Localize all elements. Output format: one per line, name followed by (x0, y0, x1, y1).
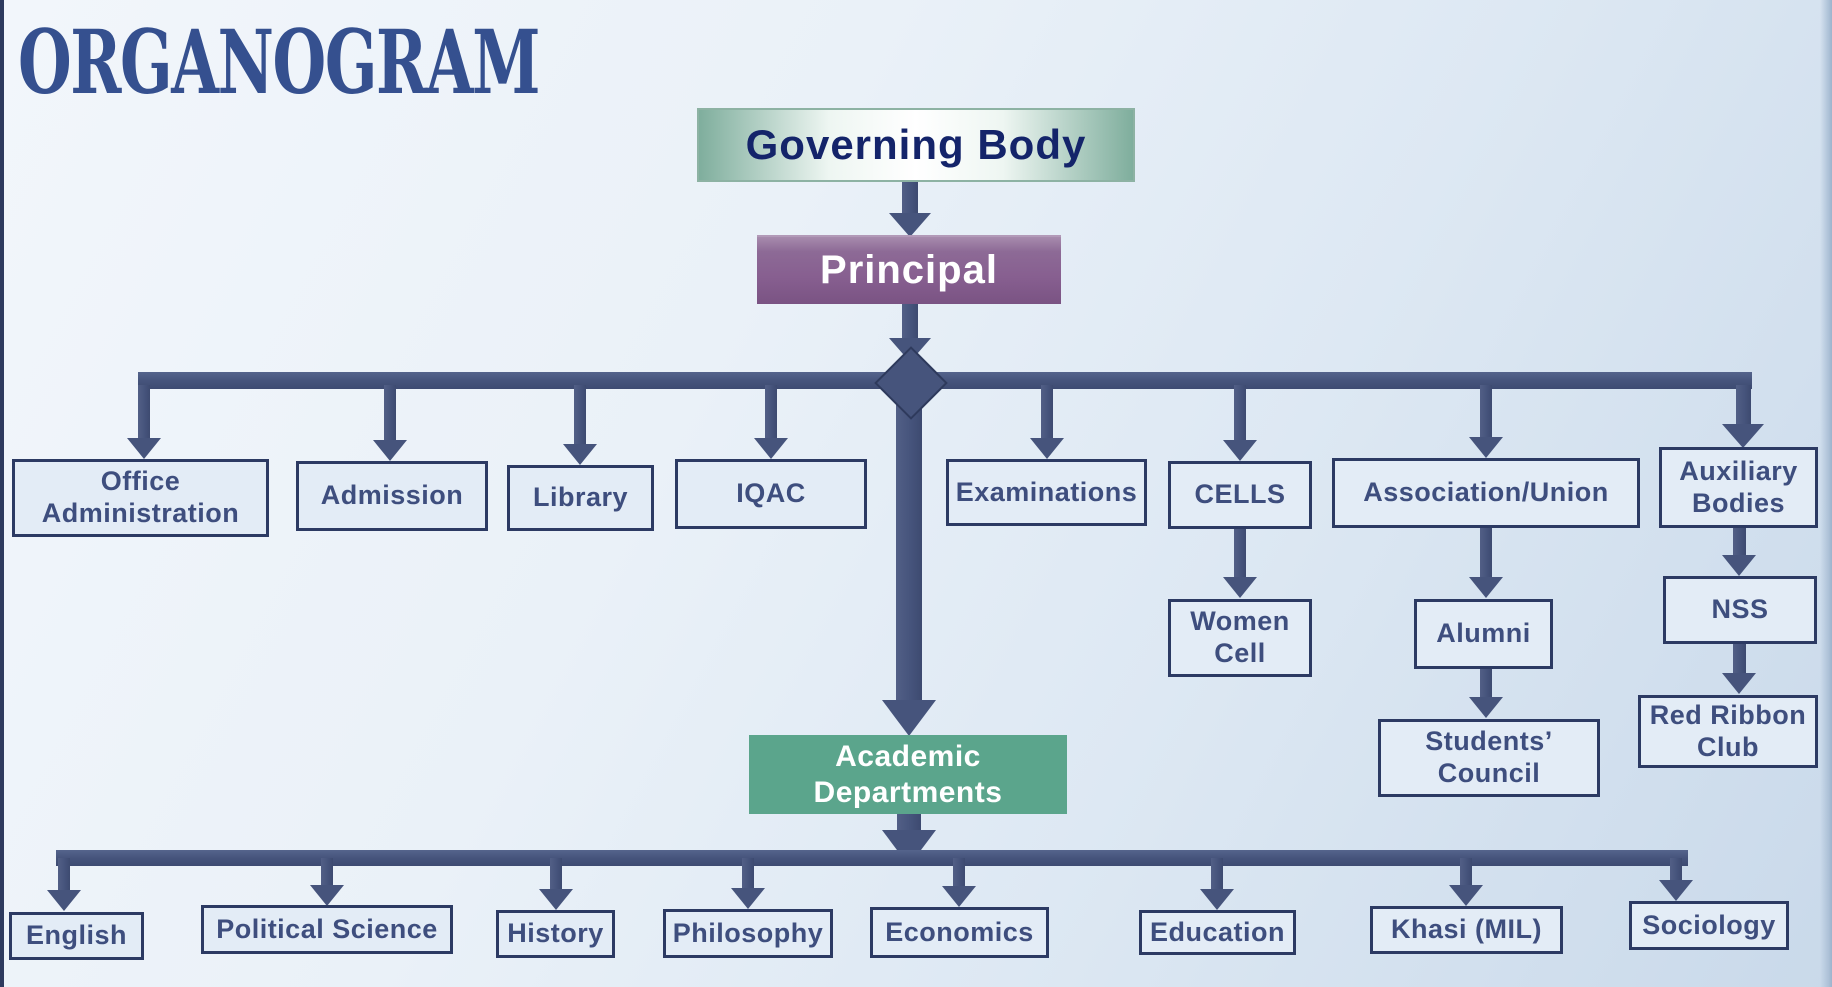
arrowhead-cells (1223, 440, 1257, 461)
node-principal: Principal (757, 235, 1061, 304)
connector-english (58, 858, 70, 891)
connector-political-science (321, 858, 333, 886)
connector-history (550, 858, 562, 890)
node-history: History (496, 910, 615, 958)
node-alumni: Alumni (1414, 599, 1553, 669)
node-students-council: Students’ Council (1378, 719, 1600, 797)
arrowhead-political-science (310, 885, 344, 906)
arrowhead-alumni (1469, 577, 1503, 598)
arrowhead-association-union (1469, 437, 1503, 458)
node-khasi-mil: Khasi (MIL) (1370, 906, 1563, 954)
node-office-administration: Office Administration (12, 459, 269, 537)
connector-nss-red-ribbon (1733, 644, 1746, 674)
connector-auxiliary-bodies (1736, 385, 1751, 426)
node-cells: CELLS (1168, 461, 1312, 529)
node-nss: NSS (1663, 576, 1817, 644)
connector-trunk-academic (896, 381, 922, 702)
arrowhead-economics (942, 886, 976, 907)
node-philosophy: Philosophy (663, 909, 833, 958)
node-examinations: Examinations (946, 459, 1147, 526)
connector-education (1211, 858, 1223, 890)
arrowhead-iqac (754, 438, 788, 459)
node-governing-body: Governing Body (697, 108, 1135, 182)
connector-bar-level2 (56, 850, 1688, 866)
arrowhead-history (539, 889, 573, 910)
arrowhead-women-cell (1223, 577, 1257, 598)
connector-examinations (1041, 385, 1053, 439)
connector-philosophy (742, 858, 754, 889)
arrowhead-nss (1722, 555, 1756, 576)
connector-auxiliary-nss (1733, 528, 1746, 556)
connector-office-administration (138, 385, 150, 439)
arrowhead-khasi-mil (1449, 885, 1483, 906)
connector-admission (384, 385, 396, 441)
arrowhead-office-administration (127, 438, 161, 459)
connector-alumni-students-council (1480, 669, 1492, 698)
node-red-ribbon-club: Red Ribbon Club (1638, 695, 1818, 768)
arrowhead-admission (373, 440, 407, 461)
arrowhead-education (1200, 889, 1234, 910)
arrowhead-library (563, 444, 597, 465)
connector-economics (953, 858, 965, 887)
diamond-connector (874, 346, 948, 420)
arrowhead-examinations (1030, 438, 1064, 459)
node-economics: Economics (870, 907, 1049, 958)
connector-principal-hub (902, 304, 918, 339)
arrowhead-red-ribbon (1722, 673, 1756, 694)
connector-association-union (1480, 385, 1492, 438)
slide-right-edge (1820, 0, 1832, 987)
arrowhead-philosophy (731, 888, 765, 909)
arrowhead-auxiliary-bodies (1722, 424, 1764, 448)
connector-cells-women-cell (1234, 529, 1246, 578)
connector-library (574, 385, 586, 445)
node-library: Library (507, 465, 654, 531)
connector-association-alumni (1480, 528, 1492, 578)
page-title: ORGANOGRAM (18, 10, 540, 114)
node-women-cell: Women Cell (1168, 599, 1312, 677)
connector-governing-principal (902, 182, 918, 214)
node-academic-departments: Academic Departments (749, 735, 1067, 814)
node-iqac: IQAC (675, 459, 867, 529)
arrowhead-students-council (1469, 697, 1503, 718)
slide-left-edge (0, 0, 4, 987)
node-education: Education (1139, 910, 1296, 955)
connector-cells (1234, 385, 1246, 441)
arrowhead-sociology (1659, 880, 1693, 901)
connector-khasi-mil (1460, 858, 1472, 886)
connector-sociology (1670, 858, 1682, 881)
arrowhead-governing-principal (889, 213, 931, 237)
node-english: English (9, 912, 144, 960)
node-admission: Admission (296, 461, 488, 531)
arrowhead-trunk-academic (882, 700, 936, 736)
connector-academic-bar (897, 814, 921, 832)
node-political-science: Political Science (201, 905, 453, 954)
node-association-union: Association/Union (1332, 458, 1640, 528)
arrowhead-english (47, 890, 81, 911)
node-auxiliary-bodies: Auxiliary Bodies (1659, 447, 1818, 528)
node-sociology: Sociology (1629, 901, 1789, 950)
connector-iqac (765, 385, 777, 439)
